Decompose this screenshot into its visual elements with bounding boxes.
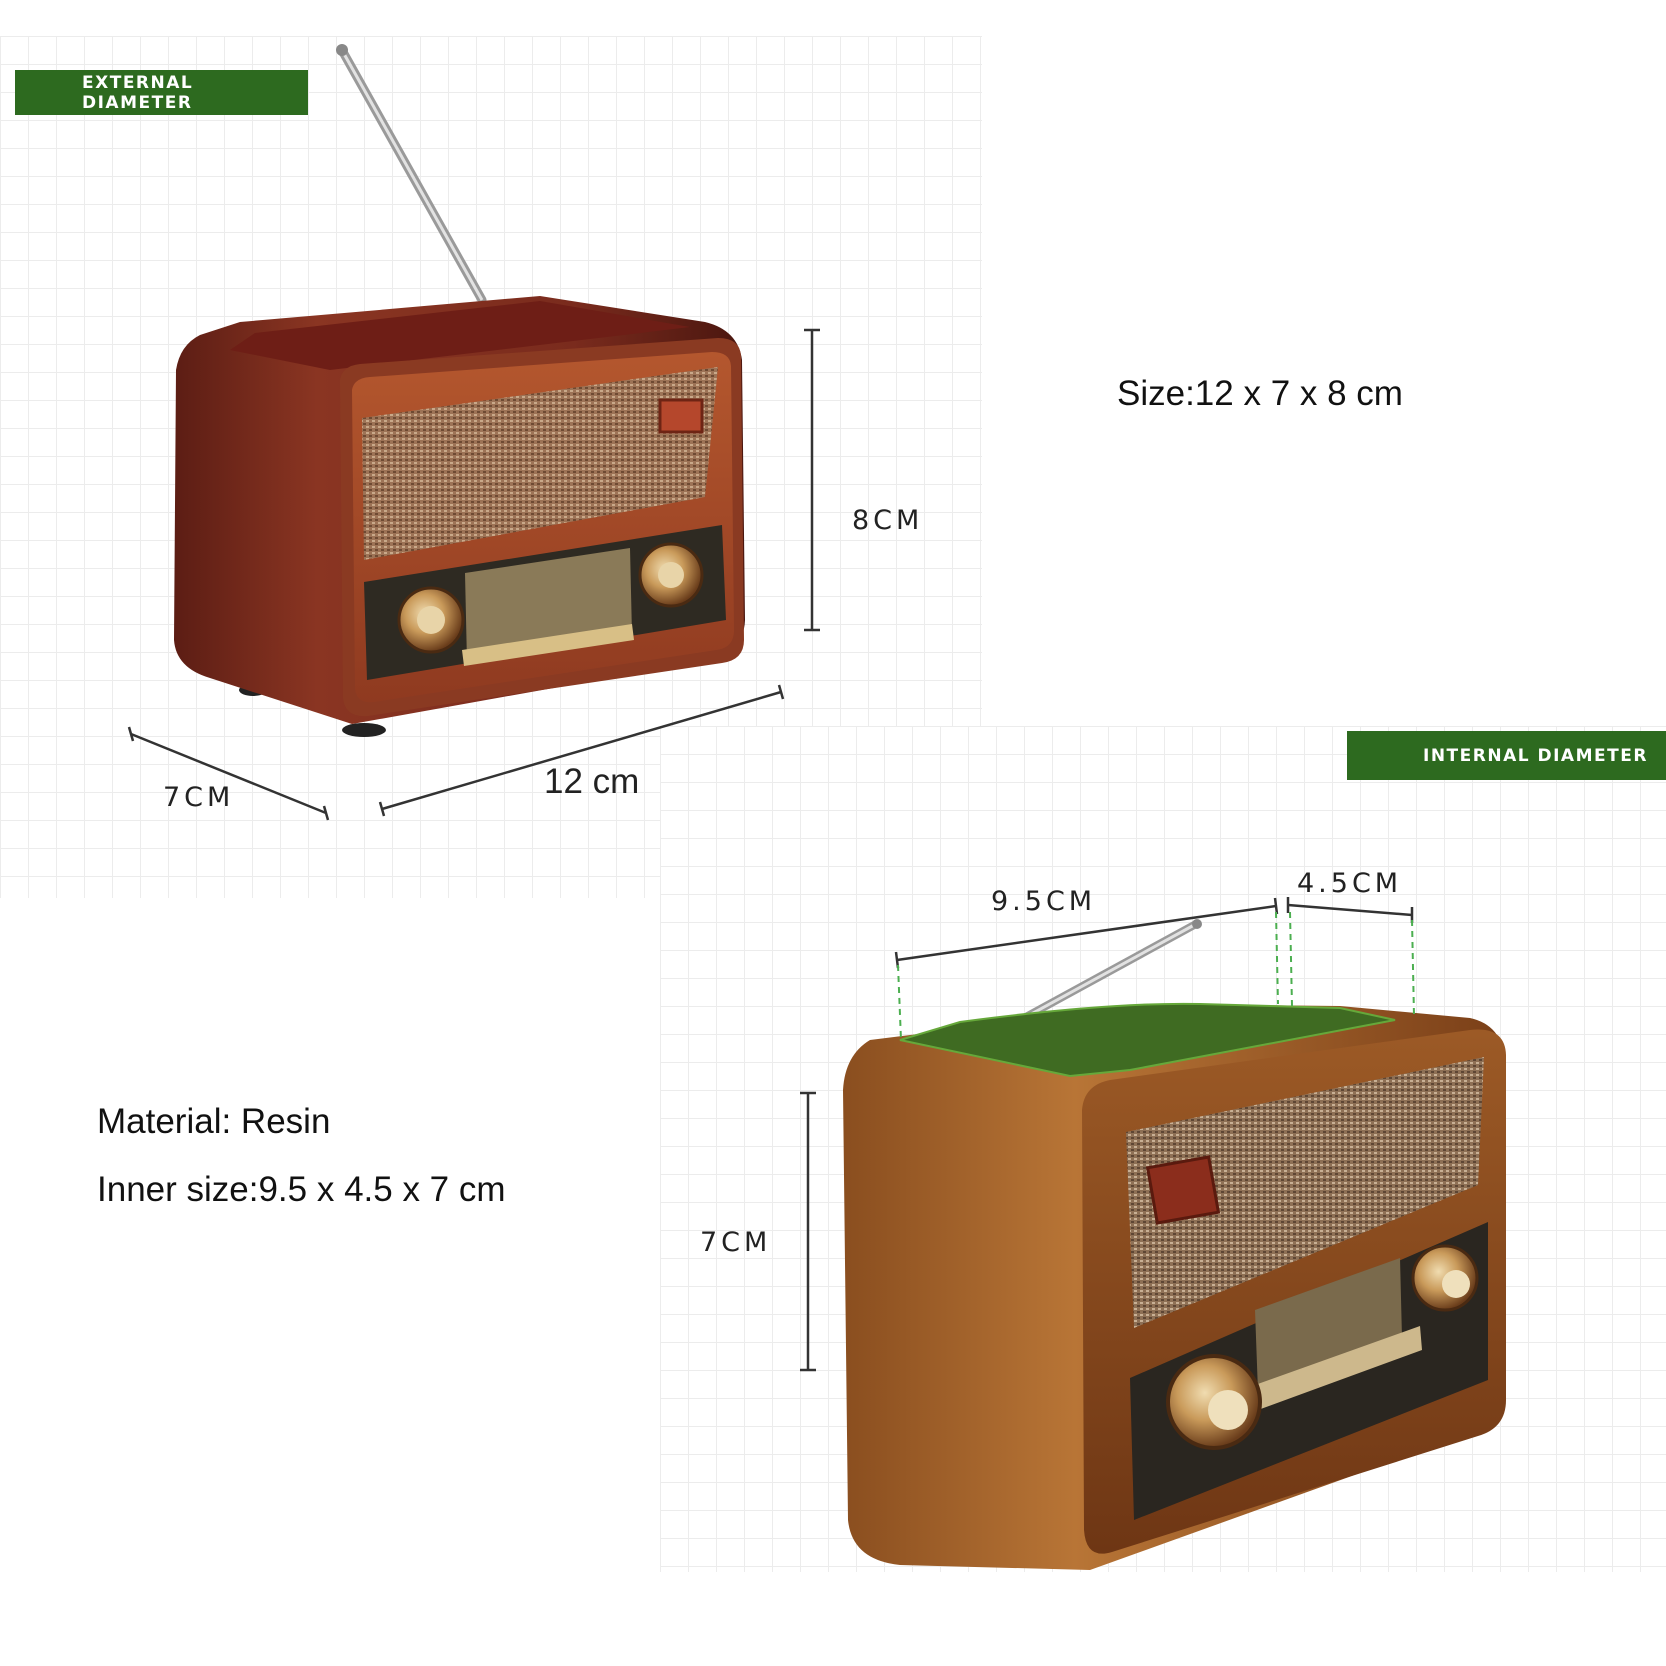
external-diameter-banner-text: EXTERNAL DIAMETER xyxy=(82,72,194,113)
knob-center xyxy=(1442,1270,1470,1298)
antenna-highlight xyxy=(1012,922,1197,1026)
size-spec: Size:12 x 7 x 8 cm xyxy=(1117,374,1403,413)
length-dimension-line xyxy=(896,904,1277,962)
internal-height-label: 7CM xyxy=(700,1227,772,1258)
material-spec: Material: Resin xyxy=(97,1102,331,1141)
antenna-tip xyxy=(336,44,348,56)
internal-width-label: 4.5CM xyxy=(1297,868,1403,899)
dimension-tick xyxy=(1273,897,1279,915)
tuning-dial-window xyxy=(1255,1258,1402,1392)
knob-center xyxy=(658,562,684,588)
antenna-highlight xyxy=(341,51,484,301)
dial-strip xyxy=(1255,1326,1422,1410)
dimension-tick xyxy=(322,805,330,821)
external-width-label: 12 cm xyxy=(544,762,640,801)
antenna-tip xyxy=(1192,919,1202,929)
width-dimension-line xyxy=(1287,903,1413,917)
dashed-guide xyxy=(1411,919,1415,1017)
external-depth-label: 7CM xyxy=(163,782,235,813)
dashed-guide xyxy=(897,964,902,1041)
internal-diameter-banner: INTERNAL DIAMETER xyxy=(1347,731,1666,780)
external-dimension-lines xyxy=(127,328,820,821)
dimension-tick xyxy=(777,684,785,700)
width-dimension-line xyxy=(381,690,782,811)
dimension-tick xyxy=(378,801,386,817)
speaker-grille xyxy=(362,367,718,560)
internal-length-label: 9.5CM xyxy=(991,886,1097,917)
dashed-guide-lines xyxy=(897,911,1415,1041)
dimension-tick xyxy=(127,726,135,742)
external-diameter-banner: EXTERNAL DIAMETER xyxy=(15,70,308,115)
inner-size-spec: Inner size:9.5 x 4.5 x 7 cm xyxy=(97,1170,506,1209)
emblem-plate xyxy=(1145,1155,1221,1225)
emblem-plate xyxy=(658,398,704,434)
dashed-guide xyxy=(1289,911,1293,1007)
depth-dimension-line xyxy=(130,732,327,815)
radio-foot xyxy=(342,723,386,737)
internal-diameter-banner-text: INTERNAL DIAMETER xyxy=(1423,745,1648,766)
external-height-label: 8CM xyxy=(852,505,924,536)
dashed-guide xyxy=(1275,911,1279,1005)
top-opening xyxy=(230,301,690,370)
top-opening-highlight xyxy=(899,1002,1396,1078)
knob-center xyxy=(417,606,445,634)
speaker-grille xyxy=(1126,1057,1484,1328)
external-radio xyxy=(174,44,745,737)
internal-dimension-lines xyxy=(800,897,1414,1372)
dial-strip xyxy=(462,624,634,666)
internal-radio xyxy=(843,919,1506,1570)
knob-center xyxy=(1208,1390,1248,1430)
